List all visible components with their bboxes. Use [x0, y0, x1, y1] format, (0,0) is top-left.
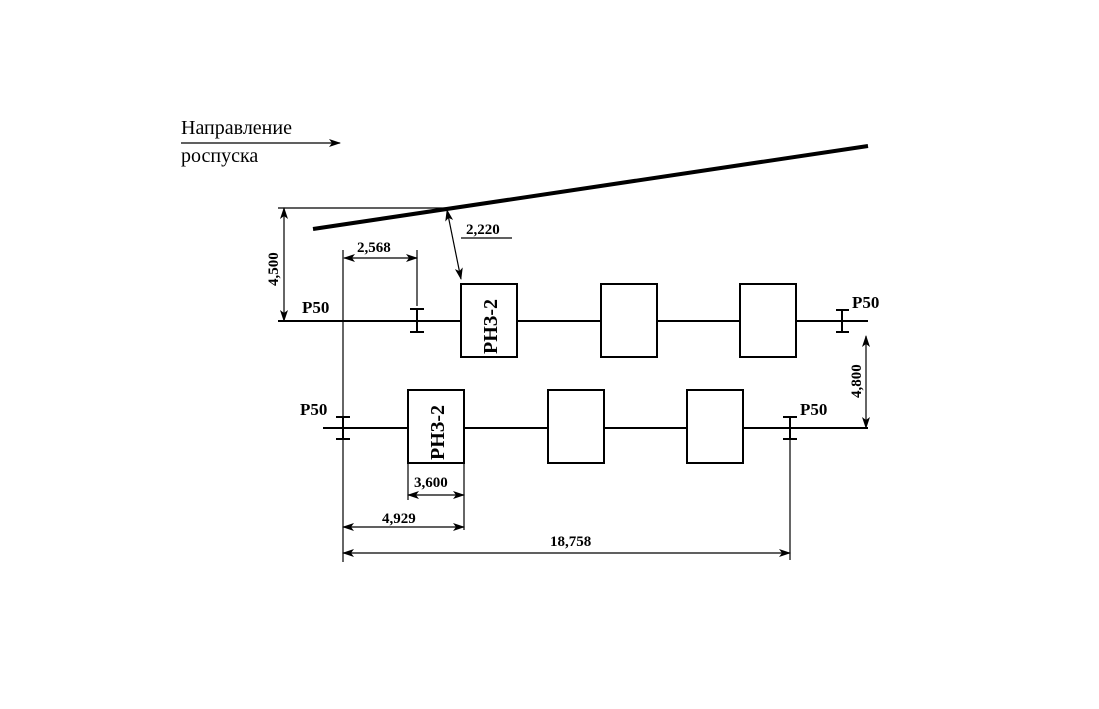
- retarder-unit-top-2: [600, 283, 658, 358]
- slope-height-dimension: 4,500: [266, 207, 447, 322]
- retarder-unit-top-3: [739, 283, 797, 358]
- slope-height-label: 4,500: [266, 252, 282, 286]
- retarder-unit-bottom-2: [547, 389, 605, 464]
- total-length-label: 18,758: [550, 534, 591, 550]
- offset-2220-label: 2,220: [466, 222, 500, 238]
- retarder-unit-bottom-1: [407, 389, 465, 464]
- retarder-unit-top-label: РНЗ-2: [480, 299, 502, 354]
- track-spacing-dimension: 4,800: [849, 335, 870, 429]
- unit-length-label: 3,600: [414, 475, 448, 491]
- unit-length-dimension: 3,600: [407, 463, 465, 530]
- unit-offset-label: 4,929: [382, 511, 416, 527]
- top-track: Р50 Р50 РНЗ-2: [278, 283, 879, 358]
- retarder-unit-bottom-3: [686, 389, 744, 464]
- unit-offset-dimension: 4,929: [342, 511, 465, 531]
- direction-label-line2: роспуска: [181, 145, 258, 167]
- insulated-joint-bottom-right: [783, 416, 797, 440]
- rail-label-bottom-right: Р50: [800, 400, 827, 419]
- rail-label-top-left: Р50: [302, 298, 329, 317]
- direction-label: Направление роспуска: [181, 117, 341, 167]
- total-length-dimension: 18,758: [342, 440, 791, 560]
- direction-label-line1: Направление: [181, 117, 292, 139]
- insulated-joint-top-left: [410, 308, 424, 333]
- rail-label-top-right: Р50: [852, 293, 879, 312]
- bottom-track: Р50 Р50 РНЗ-2: [300, 389, 868, 464]
- offset-2568-label: 2,568: [357, 240, 391, 256]
- offset-2220-dimension: 2,220: [445, 209, 512, 280]
- retarder-unit-top-1: [460, 283, 518, 358]
- track-spacing-label: 4,800: [849, 364, 865, 398]
- retarder-unit-bottom-label: РНЗ-2: [427, 405, 449, 460]
- insulated-joint-top-right: [836, 309, 849, 333]
- offset-2568-dimension: 2,568: [343, 240, 418, 306]
- rail-label-bottom-left: Р50: [300, 400, 327, 419]
- slope-line: [312, 144, 869, 231]
